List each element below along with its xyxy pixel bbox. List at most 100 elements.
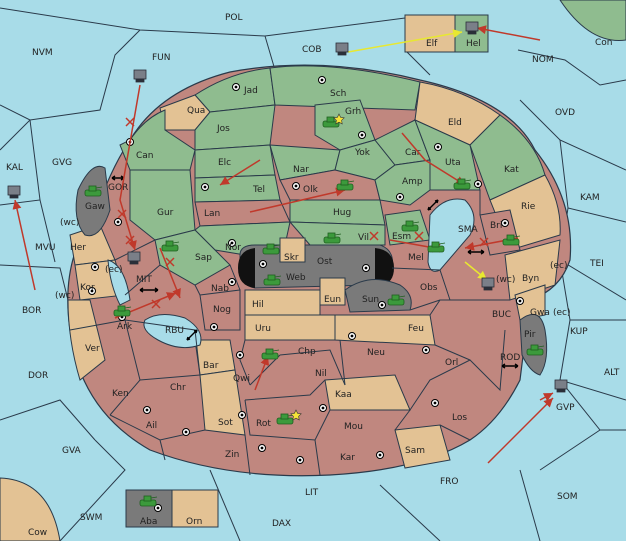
label-sam: Sam	[405, 446, 425, 456]
label-can: Can	[136, 151, 154, 161]
label-cob: COB	[302, 45, 322, 55]
fleet-cob[interactable]	[335, 42, 349, 56]
label-her: Her	[70, 243, 86, 253]
army-uta[interactable]	[453, 178, 472, 190]
region-gaw[interactable]	[75, 165, 111, 237]
label-qwi: Qwi	[233, 374, 250, 384]
label-ail: Ail	[146, 421, 157, 431]
army-web[interactable]	[263, 274, 282, 286]
label-con: Con	[595, 38, 613, 48]
coast-label-2: (ec)	[105, 265, 123, 275]
fleet-gvp[interactable]	[554, 379, 568, 393]
label-obs: Obs	[420, 283, 438, 293]
region-elc[interactable]	[194, 144, 276, 179]
region-uta[interactable]	[414, 119, 481, 191]
region-byn[interactable]	[504, 239, 561, 301]
label-kor: Kor	[80, 283, 95, 293]
strait-arrows	[111, 175, 519, 369]
label-jos: Jos	[216, 124, 230, 134]
label-web: Web	[286, 273, 306, 283]
label-bar: Bar	[203, 361, 219, 371]
army-rot[interactable]	[276, 413, 295, 425]
label-gwa: Gwa	[530, 308, 550, 318]
region-gwa[interactable]	[514, 284, 546, 321]
label-chr: Chr	[170, 383, 186, 393]
label-bri: Bri	[490, 221, 502, 231]
army-nor[interactable]	[262, 243, 281, 255]
army-mel[interactable]	[427, 241, 446, 253]
label-ver: Ver	[85, 344, 100, 354]
label-som: SOM	[557, 492, 578, 502]
army-gaw[interactable]	[84, 185, 103, 197]
coast-label-4: (ec)	[550, 261, 568, 271]
label-mvu: MVU	[35, 243, 56, 253]
label-ken: Ken	[112, 389, 129, 399]
label-hug: Hug	[333, 208, 351, 218]
label-lit: LIT	[305, 488, 319, 498]
army-chp[interactable]	[261, 348, 280, 360]
region-orn[interactable]	[171, 489, 219, 528]
label-ark: Ark	[117, 322, 133, 332]
army-bri[interactable]	[502, 234, 521, 246]
label-orn: Orn	[186, 517, 202, 527]
label-nom: NOM	[532, 55, 554, 65]
region-ver[interactable]	[67, 299, 106, 381]
region-eun[interactable]	[319, 277, 346, 306]
cut-marks	[117, 117, 489, 309]
army-ark[interactable]	[113, 305, 132, 317]
lake-mit	[107, 259, 131, 306]
label-qua: Qua	[187, 106, 205, 116]
region-sam[interactable]	[394, 424, 451, 469]
army-pir[interactable]	[526, 344, 545, 356]
region-nog[interactable]	[199, 289, 241, 331]
army-olk[interactable]	[336, 179, 355, 191]
sea-labels: POL NVM FUN COB NOM Con OVD KAL GVG KAM …	[6, 13, 620, 538]
label-mit: MIT	[136, 275, 152, 285]
fleet-fun[interactable]	[133, 69, 147, 83]
label-zin: Zin	[225, 450, 239, 460]
coast-label-1: (wc)	[60, 218, 79, 228]
black-cap-west	[238, 248, 255, 288]
label-nor: Nor	[225, 243, 241, 253]
army-sun[interactable]	[387, 294, 406, 306]
label-vil: Vil	[358, 233, 369, 243]
region-vil[interactable]	[288, 221, 386, 246]
label-kam: KAM	[580, 193, 600, 203]
label-dax: DAX	[272, 519, 291, 529]
label-swm: SWM	[80, 513, 102, 523]
label-hil: Hil	[252, 300, 264, 310]
fleet-buc[interactable]	[481, 277, 495, 291]
internal-borders	[69, 190, 510, 476]
label-nil: Nil	[315, 369, 327, 379]
label-yok: Yok	[354, 148, 371, 158]
region-elf[interactable]	[404, 14, 456, 53]
coast-label-3: (wc)	[55, 291, 74, 301]
fleet-hel[interactable]	[465, 21, 479, 35]
region-skr[interactable]	[279, 237, 306, 263]
label-uta: Uta	[445, 158, 461, 168]
label-sch: Sch	[330, 89, 346, 99]
black-cap-east	[375, 248, 394, 286]
label-orl: Orl	[445, 358, 458, 368]
label-kaa: Kaa	[335, 390, 352, 400]
army-aba[interactable]	[139, 495, 158, 507]
label-buc: BUC	[492, 310, 511, 320]
label-kup: KUP	[570, 327, 588, 337]
label-gaw: Gaw	[85, 202, 105, 212]
region-jos[interactable]	[194, 104, 276, 151]
fleet-kal[interactable]	[7, 185, 21, 199]
army-vil[interactable]	[323, 232, 342, 244]
label-lan: Lan	[204, 209, 220, 219]
label-gor: GOR	[108, 183, 128, 193]
label-eun: Eun	[324, 295, 341, 305]
region-can[interactable]	[119, 109, 196, 171]
label-jad: Jad	[243, 86, 258, 96]
army-esm[interactable]	[401, 220, 420, 232]
army-sap[interactable]	[161, 240, 180, 252]
label-bor: BOR	[22, 306, 41, 316]
fleet-mvu[interactable]	[127, 251, 141, 265]
label-elc: Elc	[218, 158, 231, 168]
support-arrows	[347, 29, 488, 281]
star-markers	[290, 113, 345, 421]
